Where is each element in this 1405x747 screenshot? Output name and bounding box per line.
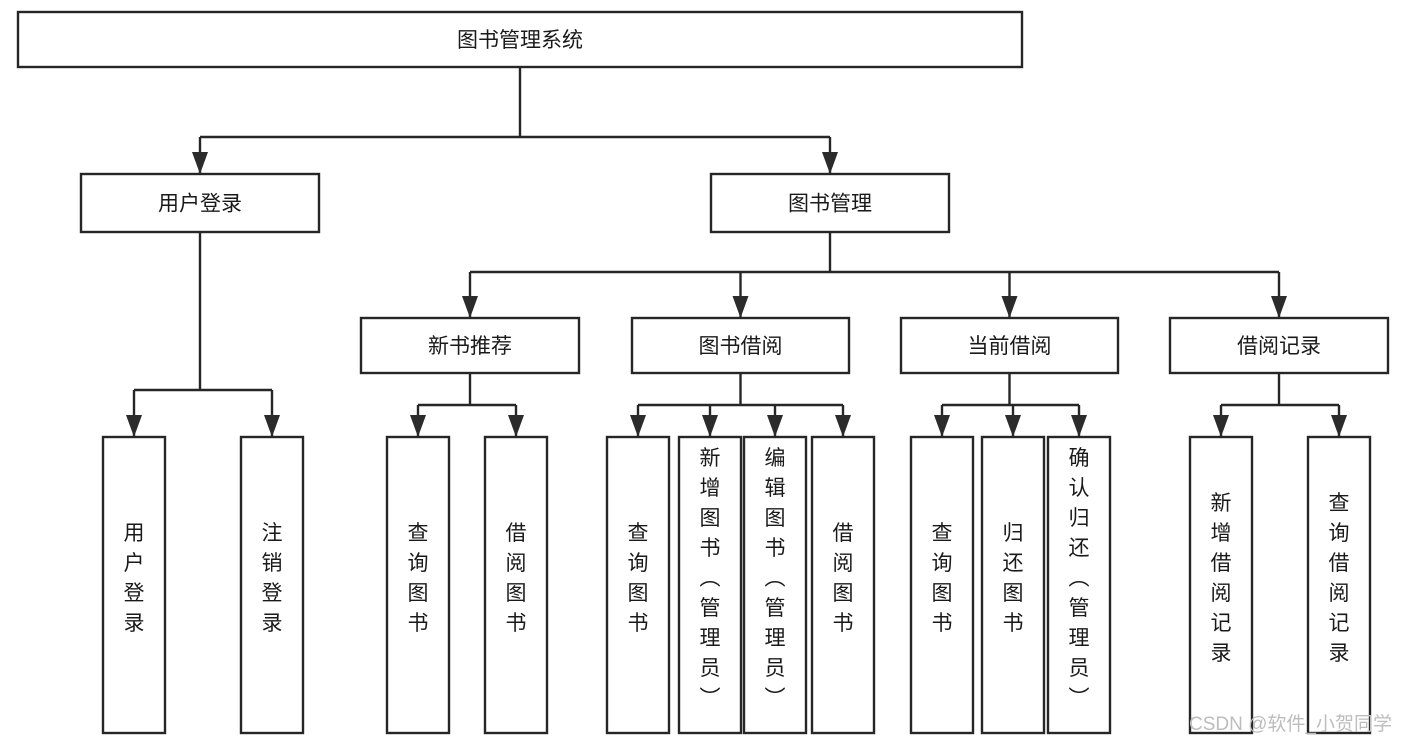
node-label-leaf-cb-query: 查询图书 xyxy=(932,522,953,635)
arrow-head-icon xyxy=(767,415,783,437)
node-box-borrow-record xyxy=(1168,316,1390,375)
node-label-leaf-bb-borrow: 借阅图书 xyxy=(833,522,854,635)
node-user-login[interactable]: 用户登录 xyxy=(79,172,321,234)
node-box-leaf-user-logout xyxy=(239,435,305,735)
arrow-head-icon xyxy=(1005,415,1021,437)
node-label-book-borrow: 图书借阅 xyxy=(699,335,783,358)
node-box-book-manage xyxy=(709,172,951,234)
arrow-head-icon xyxy=(934,415,950,437)
node-box-leaf-rec-borrow xyxy=(483,435,549,735)
node-box-leaf-cb-query xyxy=(909,435,975,735)
arrow-head-icon xyxy=(410,415,426,437)
arrow-head-icon xyxy=(630,415,646,437)
node-leaf-bb-edit[interactable]: 编辑图书︵管理员︶ xyxy=(742,435,808,735)
node-book-manage[interactable]: 图书管理 xyxy=(709,172,951,234)
node-box-leaf-cb-confirm xyxy=(1046,435,1112,735)
node-box-leaf-br-add xyxy=(1188,435,1254,735)
node-leaf-cb-query[interactable]: 查询图书 xyxy=(909,435,975,735)
node-leaf-br-query[interactable]: 查询借阅记录 xyxy=(1306,435,1372,735)
node-box-book-borrow xyxy=(630,316,851,375)
arrow-head-icon xyxy=(1213,415,1229,437)
node-box-leaf-bb-query xyxy=(605,435,671,735)
node-leaf-rec-borrow[interactable]: 借阅图书 xyxy=(483,435,549,735)
node-label-leaf-rec-query: 查询图书 xyxy=(408,522,429,635)
arrow-head-icon xyxy=(508,415,524,437)
arrow-head-icon xyxy=(126,415,142,437)
node-box-root xyxy=(16,10,1024,69)
arrow-head-icon xyxy=(1331,415,1347,437)
node-root[interactable]: 图书管理系统 xyxy=(16,10,1024,69)
arrow-head-icon xyxy=(1001,296,1018,318)
node-label-book-manage: 图书管理 xyxy=(788,193,872,216)
connectors-layer xyxy=(126,67,1347,437)
node-box-leaf-cb-return xyxy=(980,435,1046,735)
node-label-leaf-rec-borrow: 借阅图书 xyxy=(506,522,527,635)
node-box-leaf-bb-borrow xyxy=(810,435,876,735)
node-leaf-bb-query[interactable]: 查询图书 xyxy=(605,435,671,735)
arrow-head-icon xyxy=(264,415,280,437)
node-borrow-record[interactable]: 借阅记录 xyxy=(1168,316,1390,375)
arrow-head-icon xyxy=(1071,415,1087,437)
node-leaf-bb-add[interactable]: 新增图书︵管理员︶ xyxy=(677,435,743,735)
csdn-watermark: CSDN @软件_小贺同学 xyxy=(1189,713,1392,735)
node-label-root: 图书管理系统 xyxy=(457,29,583,52)
node-label-leaf-br-add: 新增借阅记录 xyxy=(1211,492,1232,665)
node-leaf-br-add[interactable]: 新增借阅记录 xyxy=(1188,435,1254,735)
node-leaf-user-logout[interactable]: 注销登录 xyxy=(239,435,305,735)
node-current-borrow[interactable]: 当前借阅 xyxy=(899,316,1120,375)
arrow-head-icon xyxy=(192,152,208,174)
node-label-leaf-cb-confirm: 确认归还︵管理员︶ xyxy=(1069,447,1090,710)
node-leaf-bb-borrow[interactable]: 借阅图书 xyxy=(810,435,876,735)
node-label-leaf-br-query: 查询借阅记录 xyxy=(1329,492,1350,665)
node-label-borrow-record: 借阅记录 xyxy=(1237,335,1321,358)
node-label-leaf-user-login: 用户登录 xyxy=(124,522,145,635)
node-leaf-cb-return[interactable]: 归还图书 xyxy=(980,435,1046,735)
arrow-head-icon xyxy=(835,415,851,437)
node-label-leaf-bb-query: 查询图书 xyxy=(628,522,649,635)
node-label-leaf-bb-add: 新增图书︵管理员︶ xyxy=(700,447,721,710)
node-box-leaf-bb-edit xyxy=(742,435,808,735)
node-label-new-book-rec: 新书推荐 xyxy=(428,335,512,358)
node-book-borrow[interactable]: 图书借阅 xyxy=(630,316,851,375)
node-box-leaf-user-login xyxy=(101,435,167,735)
arrow-head-icon xyxy=(462,296,478,318)
node-label-leaf-user-logout: 注销登录 xyxy=(262,522,283,635)
node-label-leaf-cb-return: 归还图书 xyxy=(1003,522,1024,635)
nodes-layer: 图书管理系统用户登录图书管理新书推荐图书借阅当前借阅借阅记录用户登录注销登录查询… xyxy=(16,10,1390,735)
node-new-book-rec[interactable]: 新书推荐 xyxy=(359,316,581,375)
node-box-leaf-rec-query xyxy=(385,435,451,735)
node-leaf-rec-query[interactable]: 查询图书 xyxy=(385,435,451,735)
node-box-current-borrow xyxy=(899,316,1120,375)
arrow-head-icon xyxy=(1271,296,1287,318)
arrow-head-icon xyxy=(732,296,749,318)
node-box-leaf-bb-add xyxy=(677,435,743,735)
arrow-head-icon xyxy=(822,152,838,174)
arrow-head-icon xyxy=(702,415,718,437)
node-box-new-book-rec xyxy=(359,316,581,375)
node-label-leaf-bb-edit: 编辑图书︵管理员︶ xyxy=(765,447,786,710)
node-label-user-login: 用户登录 xyxy=(158,193,242,216)
node-leaf-user-login[interactable]: 用户登录 xyxy=(101,435,167,735)
node-box-leaf-br-query xyxy=(1306,435,1372,735)
node-leaf-cb-confirm[interactable]: 确认归还︵管理员︶ xyxy=(1046,435,1112,735)
node-label-current-borrow: 当前借阅 xyxy=(968,335,1052,358)
node-box-user-login xyxy=(79,172,321,234)
